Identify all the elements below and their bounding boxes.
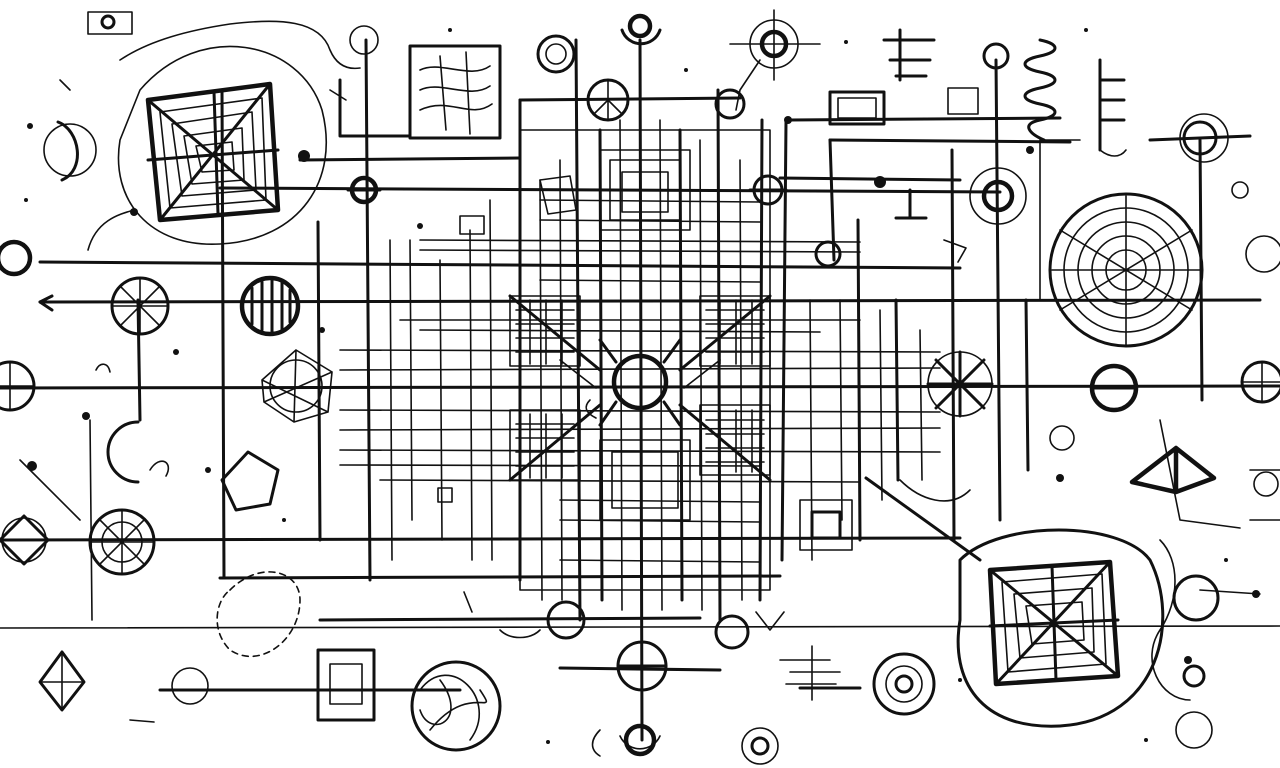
ring-icon	[546, 600, 586, 640]
ink-dots	[24, 28, 1260, 744]
vertical-rails	[89, 38, 1204, 742]
ring-icon	[43, 120, 97, 182]
ring-icon	[0, 239, 33, 277]
crosshair-icon	[1240, 360, 1280, 404]
hub-circle-icon	[585, 338, 682, 427]
diamond-node-icon	[38, 650, 86, 712]
spoked-wheel-icon	[88, 508, 156, 576]
ring-icon	[982, 42, 1010, 70]
ring-icon	[814, 240, 842, 268]
spoked-wheel-icon	[926, 350, 994, 418]
droplet-icon	[619, 723, 661, 757]
arrowhead-icon	[38, 294, 54, 312]
ring-icon	[714, 88, 746, 120]
tangled-loops-icon	[410, 660, 502, 752]
ring-icon	[1231, 181, 1249, 199]
ring-icon	[1245, 235, 1280, 273]
spider-web-icon	[1048, 192, 1204, 348]
droplet-icon	[620, 13, 662, 46]
ring-icon	[1049, 425, 1075, 451]
sketch-boxes	[316, 28, 1126, 722]
crosshair-icon	[110, 276, 170, 336]
ring-icon	[741, 727, 779, 765]
peace-ring-icon	[586, 78, 630, 122]
ring-icon	[171, 667, 209, 705]
ring-icon	[1175, 664, 1213, 749]
ring-icon	[874, 176, 886, 188]
crosshair-icon	[0, 360, 36, 412]
ring-icon	[714, 614, 750, 650]
diamond-node-icon	[0, 514, 50, 566]
target-icon	[872, 652, 936, 716]
spider-web-icon	[117, 45, 327, 245]
spring-coil-icon	[1023, 38, 1057, 142]
diamond-node-icon	[220, 450, 280, 512]
striped-circle-icon	[239, 275, 301, 337]
crosshair-icon	[346, 175, 382, 205]
loose-squiggles	[19, 20, 1280, 757]
crosshair-icon	[748, 174, 788, 206]
hub-hatched-blocks	[508, 294, 772, 482]
crosshair-icon	[616, 640, 668, 692]
eye-icon	[87, 11, 133, 35]
crosshair-icon	[969, 167, 1027, 225]
target-icon	[729, 9, 821, 81]
half-circle-icon	[106, 420, 140, 484]
crosshair-icon	[1089, 363, 1139, 413]
web-knot-icon	[261, 349, 333, 423]
ring-icon	[1172, 574, 1261, 622]
spider-web-icon	[956, 528, 1165, 728]
ring-icon	[1253, 471, 1279, 497]
crosshair-icon	[1148, 113, 1252, 163]
ring-icon	[349, 25, 379, 55]
pyramid-icon	[1129, 445, 1217, 495]
ring-icon	[536, 34, 576, 74]
